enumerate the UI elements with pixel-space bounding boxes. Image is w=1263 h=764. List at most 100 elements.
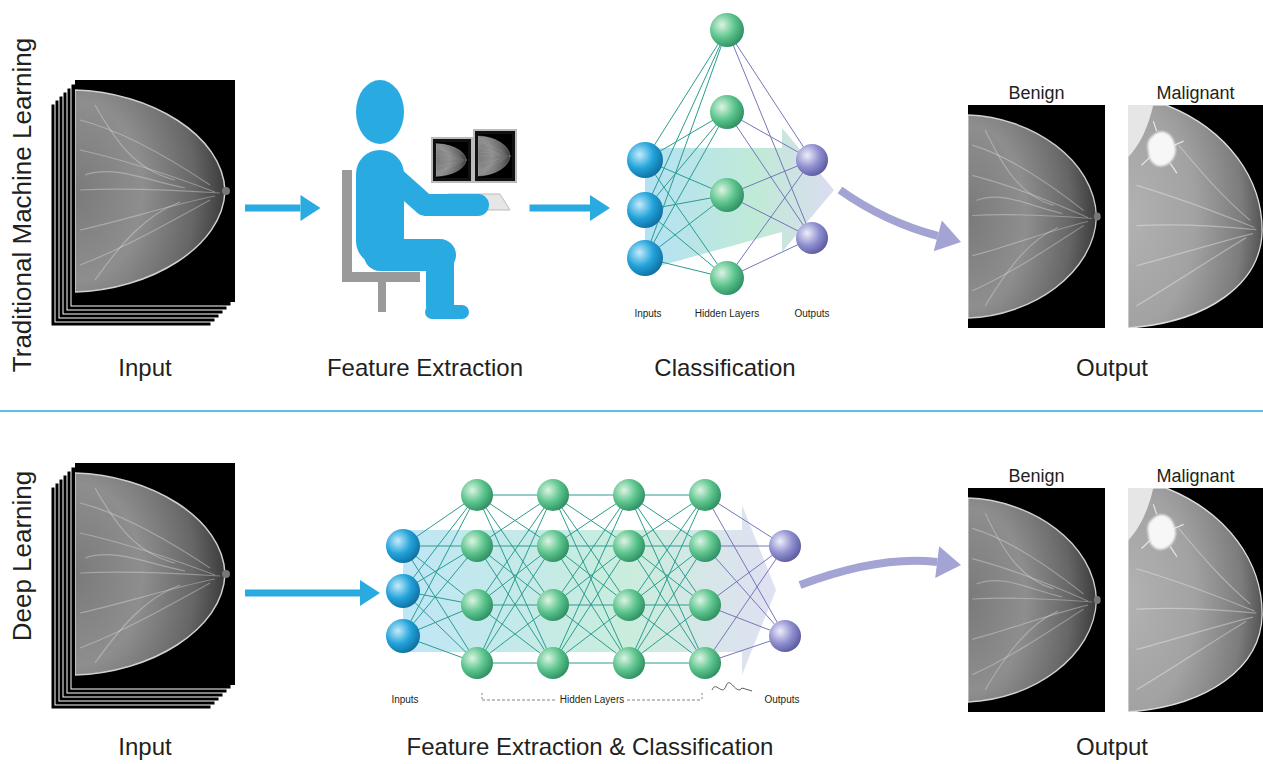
deep-neural-network: [461, 647, 493, 679]
layer-label: Inputs: [391, 694, 418, 706]
stage-caption: Classification: [654, 353, 795, 383]
output-group: Output Benign Malignant: [961, 82, 1263, 383]
image-heading: Benign: [1008, 82, 1064, 105]
benign-mammogram: [968, 488, 1105, 712]
analyst-figure: [378, 282, 386, 312]
deep-neural-network: [386, 479, 801, 679]
analyst-figure: [388, 172, 478, 205]
arrow-head: [360, 580, 380, 606]
deep-neural-network: [386, 529, 420, 563]
flow-arrow: [245, 580, 380, 606]
layer-label: Hidden Layers: [695, 308, 759, 320]
stage-caption: Feature Extraction & Classification: [407, 732, 774, 762]
stage-panel: Classification: [610, 5, 840, 383]
image-heading: Malignant: [1156, 465, 1234, 488]
deep-neural-network: [689, 647, 721, 679]
deep-neural-network: [613, 647, 645, 679]
row-title: Deep Learning: [5, 346, 39, 764]
deep-neural-network: [477, 495, 553, 663]
deep-neural-network: [461, 479, 493, 511]
arrow-shaft: [245, 205, 301, 212]
stage-caption: Feature Extraction: [327, 353, 523, 383]
deep-neural-network: [461, 589, 493, 621]
row-title: Traditional Machine Learning: [5, 0, 39, 415]
flow-arrow: [530, 195, 611, 221]
deep-neural-network: [386, 619, 420, 653]
flow-arrow: [800, 546, 961, 585]
flow-arrow: [245, 195, 321, 221]
neural-network: [796, 222, 828, 254]
row-divider: [0, 410, 1263, 412]
image-panel: Malignant: [1128, 465, 1263, 712]
deep-neural-network: [461, 530, 493, 562]
malignant-mammogram: [1128, 105, 1263, 328]
deep-neural-network: [537, 479, 569, 511]
arrow-head: [301, 195, 321, 221]
neural-network: [645, 128, 834, 270]
deep-neural-network: [769, 620, 801, 652]
neural-network: [796, 144, 828, 176]
image-panel: Benign: [968, 465, 1105, 712]
malignant-mammogram: [1128, 488, 1263, 712]
image-heading: Benign: [1008, 465, 1064, 488]
neural-network: [627, 192, 663, 228]
neural-network: [627, 142, 663, 178]
deep-neural-network: [613, 479, 645, 511]
neural-network: [627, 240, 663, 276]
mammogram-stack: [51, 463, 235, 709]
stage-panel: Input: [45, 75, 245, 383]
analyst-figure: [478, 134, 512, 178]
layer-label: Outputs: [764, 694, 799, 706]
deep-neural-network: [537, 647, 569, 679]
benign-mammogram: [968, 105, 1105, 328]
deep-neural-network: [613, 530, 645, 562]
output-group: Output Benign Malignant: [961, 465, 1263, 762]
analyst-figure: [356, 80, 404, 144]
stage-caption: Output: [1076, 353, 1148, 383]
arrow-head: [590, 195, 610, 221]
analyst-figure: [342, 80, 516, 312]
deep-neural-network: [537, 530, 569, 562]
analyst-figure: [474, 130, 516, 182]
stage-caption: Input: [118, 732, 171, 762]
signature-scribble: [712, 683, 752, 691]
deep-neural-network: [629, 495, 705, 663]
analyst-figure: [432, 305, 462, 319]
neural-network: [710, 178, 744, 212]
arrow-head: [934, 220, 961, 251]
layer-label: Outputs: [794, 308, 829, 320]
arrow-head: [935, 546, 961, 578]
flow-arrow: [840, 190, 961, 251]
stage-caption: Output: [1076, 732, 1148, 762]
stage-caption: Input: [118, 353, 171, 383]
arrow-shaft: [245, 590, 360, 597]
layer-label: Hidden Layers: [557, 694, 627, 706]
analyst-figure: [432, 138, 472, 182]
mammogram-stack: [51, 80, 235, 326]
stage-panel: Feature Extraction: [321, 75, 530, 383]
neural-network: [710, 13, 744, 47]
arrow-shaft: [530, 205, 591, 212]
deep-neural-network: [537, 589, 569, 621]
deep-neural-network: [613, 589, 645, 621]
stage-panel: Input: [45, 458, 245, 762]
deep-neural-network: [689, 589, 721, 621]
deep-neural-network: [689, 479, 721, 511]
image-heading: Malignant: [1156, 82, 1234, 105]
stage-panel: Feature Extraction & Classification: [380, 465, 800, 762]
neural-network: [710, 261, 744, 295]
deep-neural-network: [769, 530, 801, 562]
deep-neural-network: [553, 495, 629, 663]
arrow-shaft: [800, 561, 937, 585]
image-panel: Benign: [968, 82, 1105, 328]
deep-neural-network: [689, 530, 721, 562]
analyst-figure: [426, 255, 454, 305]
neural-network: [627, 13, 834, 295]
neural-network: [710, 95, 744, 129]
layer-label: Inputs: [634, 308, 661, 320]
deep-neural-network: [386, 574, 420, 608]
analyst-figure: [436, 142, 468, 178]
